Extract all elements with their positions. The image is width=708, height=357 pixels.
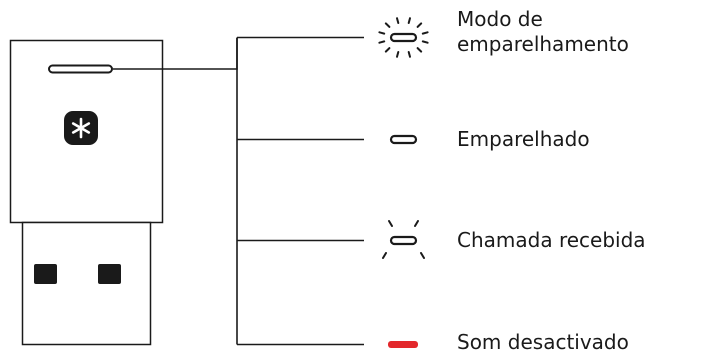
blink-ray: [396, 51, 400, 58]
asterisk-logo-icon: [64, 111, 98, 145]
status-led-icon: [48, 64, 113, 74]
solid-led-icon: [389, 134, 418, 145]
usb-contact-right: [98, 264, 121, 284]
blink-ray: [421, 31, 429, 35]
blinking-slow-led-icon: [382, 220, 425, 259]
blink-ray: [407, 17, 411, 24]
blink-ray: [421, 40, 429, 44]
blinking-fast-led-icon: [378, 17, 429, 58]
label-pairing-mode-line-1: Modo de: [457, 7, 543, 31]
muted-led-icon: [388, 341, 418, 348]
blink-ray: [416, 47, 423, 53]
blink-ray: [384, 22, 391, 28]
usb-dongle: [9, 39, 164, 346]
blink-ray: [407, 51, 411, 58]
label-muted: Som desactivado: [457, 330, 629, 355]
label-incoming-call: Chamada recebida: [457, 228, 646, 253]
blink-ray: [378, 40, 386, 44]
label-pairing-mode: Modo de emparelhamento: [457, 7, 629, 57]
blink-ray: [378, 31, 386, 35]
blink-ray: [396, 17, 400, 24]
blink-ray: [416, 22, 423, 28]
label-incoming-call-line-1: Chamada recebida: [457, 228, 646, 252]
label-pairing-mode-line-2: emparelhamento: [457, 32, 629, 56]
label-paired: Emparelhado: [457, 127, 590, 152]
blink-ray: [384, 47, 391, 53]
label-muted-line-1: Som desactivado: [457, 330, 629, 354]
usb-contact-left: [34, 264, 57, 284]
leader-lines: [113, 36, 364, 346]
label-paired-line-1: Emparelhado: [457, 127, 590, 151]
